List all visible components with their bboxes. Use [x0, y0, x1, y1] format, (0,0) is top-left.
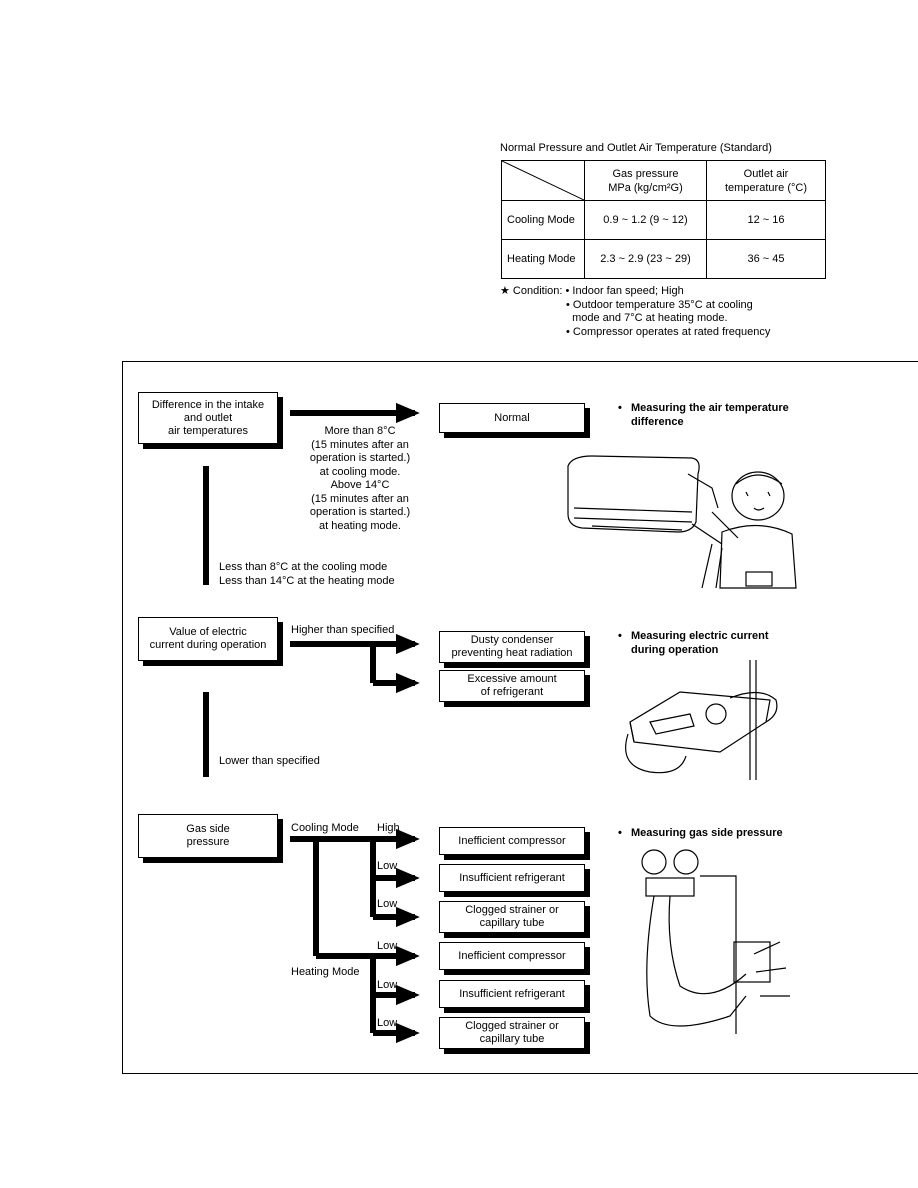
condition-item: • Indoor fan speed; High [565, 285, 684, 297]
label-lower-than-specified: Lower than specified [219, 755, 320, 767]
diagonal-line [502, 161, 584, 200]
label-heating-mode: Heating Mode [291, 966, 360, 978]
box-normal: Normal [439, 403, 585, 433]
label-low: Low [377, 860, 398, 872]
cell-cooling-temp: 12 ~ 16 [706, 200, 826, 240]
box-clogged-strainer: Clogged strainer or capillary tube [439, 901, 585, 933]
pressure-table: Gas pressure MPa (kg/cm²G) Outlet air te… [501, 160, 826, 279]
box-air-temp-difference: Difference in the intake and outlet air … [138, 392, 278, 444]
cell-heating-temp: 36 ~ 45 [706, 239, 826, 279]
label-low: Low [377, 940, 398, 952]
box-insufficient-refrigerant: Insufficient refrigerant [439, 980, 585, 1008]
bullet-gas-pressure: • Measuring gas side pressure [618, 827, 783, 841]
bullet-electric-current: • Measuring electric current during opera… [618, 630, 769, 657]
box-inefficient-compressor: Inefficient compressor [439, 827, 585, 855]
label-high: High [377, 822, 400, 834]
gauge-manifold-illustration [641, 849, 790, 1034]
label-low: Low [377, 979, 398, 991]
table-corner-cell [501, 160, 585, 201]
bullet-dot: • [618, 827, 622, 839]
bullet-air-temp: • Measuring the air temperature differenc… [618, 402, 789, 429]
cell-heating-pressure: 2.3 ~ 2.9 (23 ~ 29) [584, 239, 707, 279]
header-outlet-temp: Outlet air temperature (°C) [706, 160, 826, 201]
label-cooling-mode: Cooling Mode [291, 822, 359, 834]
condition-label: ★ Condition: [500, 285, 563, 297]
label-low: Low [377, 1017, 398, 1029]
bullet-dot: • [618, 630, 622, 642]
label-low: Low [377, 898, 398, 910]
label-more-than-8c: More than 8°C (15 minutes after an opera… [309, 425, 411, 532]
condition-item: mode and 7°C at heating mode. [566, 312, 728, 324]
box-dusty-condenser: Dusty condenser preventing heat radiatio… [439, 631, 585, 663]
label-higher-than-specified: Higher than specified [291, 624, 395, 636]
bullet-text: Measuring the air temperature difference [631, 402, 789, 428]
label-less-than: Less than 8°C at the cooling mode Less t… [219, 561, 395, 587]
box-clogged-strainer: Clogged strainer or capillary tube [439, 1017, 585, 1049]
condition-item: • Compressor operates at rated frequency [566, 325, 771, 338]
flowchart-frame [122, 361, 918, 1074]
condition-notes: ★ Condition: • Indoor fan speed; High • … [500, 285, 770, 339]
bullet-text: Measuring electric current during operat… [631, 630, 769, 656]
table-title: Normal Pressure and Outlet Air Temperatu… [500, 142, 772, 154]
box-electric-current: Value of electric current during operati… [138, 617, 278, 661]
box-excessive-refrigerant: Excessive amount of refrigerant [439, 670, 585, 702]
box-gas-side-pressure: Gas side pressure [138, 814, 278, 858]
box-insufficient-refrigerant: Insufficient refrigerant [439, 864, 585, 892]
row-label-cooling: Cooling Mode [501, 200, 585, 240]
box-inefficient-compressor: Inefficient compressor [439, 942, 585, 970]
clamp-meter-illustration [625, 660, 778, 780]
cell-cooling-pressure: 0.9 ~ 1.2 (9 ~ 12) [584, 200, 707, 240]
bullet-dot: • [618, 402, 622, 414]
header-gas-pressure: Gas pressure MPa (kg/cm²G) [584, 160, 707, 201]
measuring-air-temp-illustration [567, 455, 797, 589]
condition-item: • Outdoor temperature 35°C at cooling [566, 298, 753, 311]
bullet-text: Measuring gas side pressure [631, 827, 783, 839]
